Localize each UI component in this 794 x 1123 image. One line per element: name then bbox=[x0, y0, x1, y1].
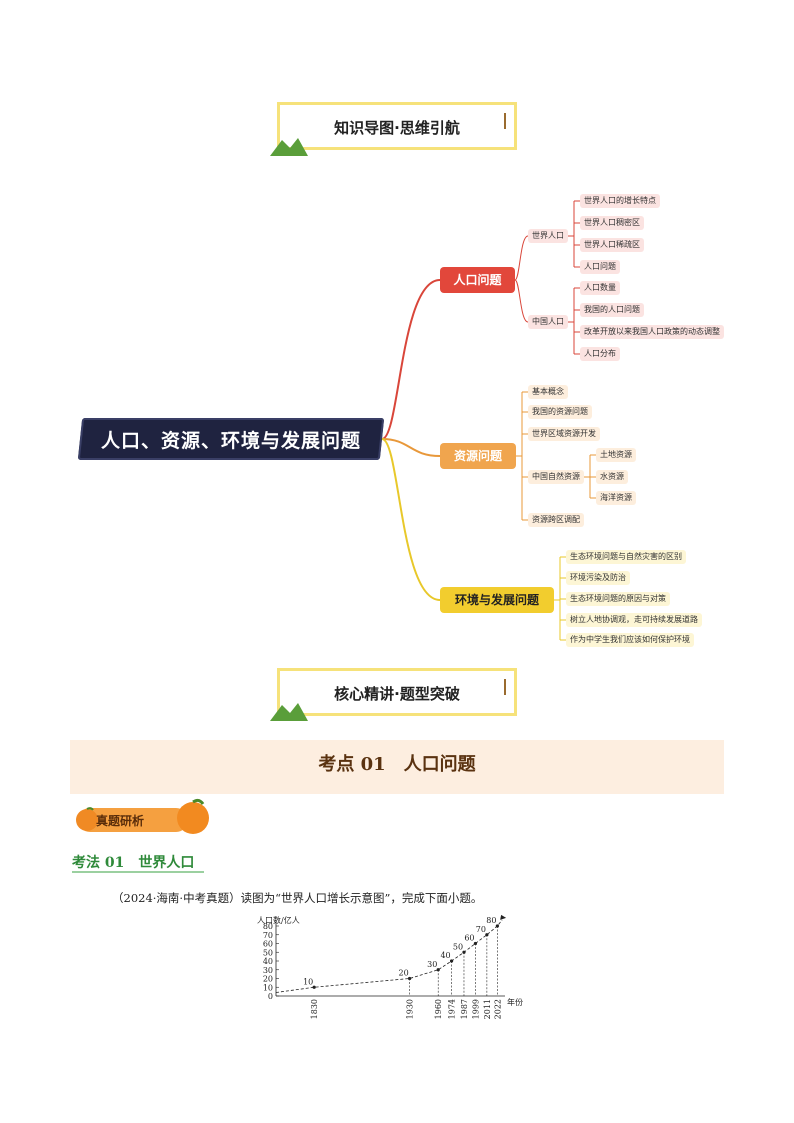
node-env-item-3: 生态环境问题的原因与对策 bbox=[566, 592, 670, 606]
node-resource-item-3: 世界区域资源开发 bbox=[528, 427, 600, 441]
mindmap-banner: 知识导图·思维引航 bbox=[277, 102, 517, 150]
node-china-item-3: 改革开放以来我国人口政策的动态调整 bbox=[580, 325, 724, 339]
node-natural-item-3: 海洋资源 bbox=[596, 491, 636, 505]
hill-icon bbox=[270, 703, 308, 721]
hill-icon bbox=[270, 138, 308, 156]
y-tick-label: 80 bbox=[263, 922, 273, 931]
data-label: 20 bbox=[398, 969, 408, 978]
core-banner-title: 核心精讲·题型突破 bbox=[334, 685, 460, 703]
orange-icon bbox=[76, 807, 98, 831]
y-tick-label: 60 bbox=[263, 940, 273, 949]
data-point bbox=[312, 985, 316, 989]
node-resources: 资源问题 bbox=[440, 443, 516, 469]
node-world-item-1: 世界人口的增长特点 bbox=[580, 194, 660, 208]
arrow-head bbox=[500, 914, 507, 920]
node-resource-item-5: 资源跨区调配 bbox=[528, 513, 584, 527]
data-label: 10 bbox=[303, 977, 313, 986]
data-label: 50 bbox=[453, 942, 463, 951]
x-tick-label: 1930 bbox=[406, 999, 415, 1019]
data-point bbox=[473, 941, 478, 946]
data-label: 80 bbox=[486, 916, 496, 925]
y-tick-label: 50 bbox=[263, 948, 273, 957]
data-point bbox=[407, 976, 412, 981]
node-env-item-5: 作为中学生我们应该如何保护环境 bbox=[566, 633, 694, 647]
data-point bbox=[449, 959, 454, 963]
y-tick-label: 10 bbox=[263, 983, 273, 992]
mindmap-banner-title: 知识导图·思维引航 bbox=[334, 119, 460, 137]
node-china-population: 中国人口 bbox=[528, 315, 568, 329]
data-point bbox=[436, 968, 440, 972]
mindmap-root: 人口、资源、环境与发展问题 bbox=[100, 430, 361, 452]
series-line bbox=[275, 919, 503, 993]
data-point bbox=[495, 924, 499, 928]
data-label: 70 bbox=[476, 925, 486, 934]
node-world-item-2: 世界人口稠密区 bbox=[580, 216, 644, 230]
node-world-item-4: 人口问题 bbox=[580, 260, 620, 274]
data-label: 30 bbox=[427, 960, 437, 969]
node-env-item-2: 环境污染及防治 bbox=[566, 571, 630, 585]
mindmap-connectors bbox=[381, 200, 596, 641]
node-china-item-4: 人口分布 bbox=[580, 347, 620, 361]
orange-icon bbox=[177, 798, 209, 834]
data-label: 60 bbox=[464, 934, 474, 943]
population-chart: 人口数/亿人年份01020304050607080101830201930301… bbox=[257, 914, 523, 1019]
y-tick-label: 30 bbox=[263, 966, 273, 975]
node-resource-item-1: 基本概念 bbox=[528, 385, 568, 399]
x-tick-label: 2022 bbox=[493, 999, 502, 1019]
node-resource-item-4: 中国自然资源 bbox=[528, 470, 584, 484]
node-resource-item-2: 我国的资源问题 bbox=[528, 405, 592, 419]
node-china-item-2: 我国的人口问题 bbox=[580, 303, 644, 317]
data-point bbox=[462, 950, 466, 954]
core-banner: 核心精讲·题型突破 bbox=[277, 668, 517, 716]
x-axis-label: 年份 bbox=[507, 997, 523, 1007]
node-world-population: 世界人口 bbox=[528, 229, 568, 243]
y-tick-label: 20 bbox=[263, 975, 273, 984]
section-title-bar bbox=[70, 740, 724, 794]
y-tick-label: 40 bbox=[263, 957, 273, 966]
x-tick-label: 1999 bbox=[471, 999, 480, 1019]
x-tick-label: 1960 bbox=[434, 999, 443, 1019]
node-env-item-1: 生态环境问题与自然灾害的区别 bbox=[566, 550, 686, 564]
node-china-item-1: 人口数量 bbox=[580, 281, 620, 295]
data-point bbox=[485, 933, 489, 937]
node-natural-item-2: 水资源 bbox=[596, 470, 628, 484]
x-tick-label: 2011 bbox=[483, 999, 492, 1019]
node-env-item-4: 树立人地协调观，走可持续发展道路 bbox=[566, 613, 702, 627]
node-population: 人口问题 bbox=[440, 267, 515, 293]
y-tick-label: 70 bbox=[263, 931, 273, 940]
x-tick-label: 1830 bbox=[310, 999, 319, 1019]
node-environment: 环境与发展问题 bbox=[440, 587, 554, 613]
section-badge: 真题研析 bbox=[96, 814, 145, 828]
node-world-item-3: 世界人口稀疏区 bbox=[580, 238, 644, 252]
question-text: （2024·海南·中考真题）读图为“世界人口增长示意图”，完成下面小题。 bbox=[112, 891, 483, 905]
x-tick-label: 1987 bbox=[460, 999, 469, 1019]
method-title: 考法 01 世界人口 bbox=[72, 855, 195, 871]
data-label: 40 bbox=[440, 951, 450, 960]
x-tick-label: 1974 bbox=[448, 999, 457, 1019]
node-natural-item-1: 土地资源 bbox=[596, 448, 636, 462]
y-tick-label: 0 bbox=[268, 992, 273, 1001]
y-axis-label: 人口数/亿人 bbox=[257, 915, 300, 925]
section-title: 考点 01 人口问题 bbox=[318, 754, 476, 775]
